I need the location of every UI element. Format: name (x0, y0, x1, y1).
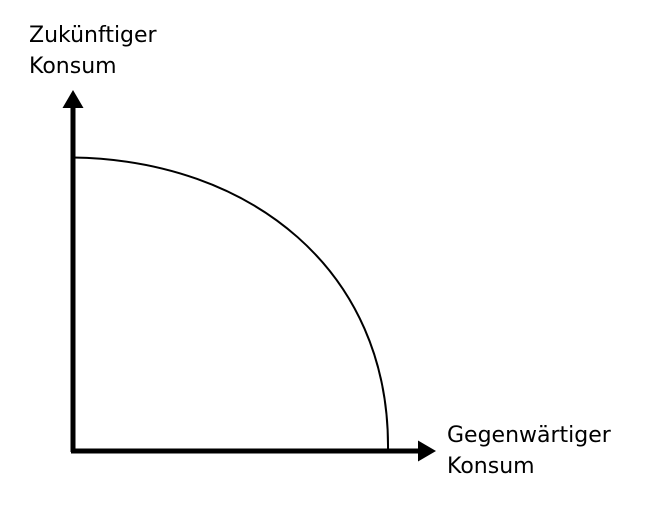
x-axis-label: Gegenwärtiger Konsum (447, 420, 611, 482)
x-axis-label-line-1: Gegenwärtiger (447, 423, 611, 448)
x-axis-arrowhead (418, 440, 436, 462)
possibility-curve (72, 156, 390, 451)
x-axis-label-line-2: Konsum (447, 454, 535, 479)
y-axis-label-line-2: Konsum (29, 54, 117, 79)
y-axis-arrowhead (62, 90, 84, 108)
y-axis-label-line-1: Zukünftiger (29, 23, 157, 48)
y-axis-label: Zukünftiger Konsum (29, 20, 157, 82)
